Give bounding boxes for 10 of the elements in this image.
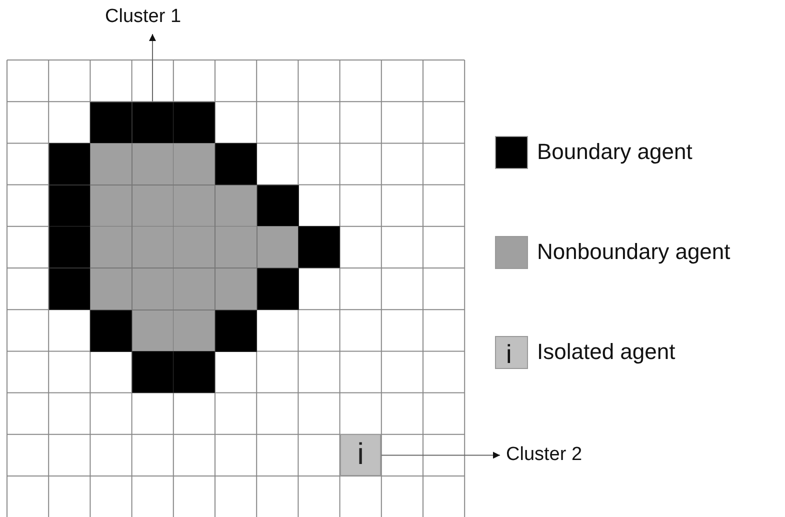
cluster-label: Cluster 2 — [506, 444, 582, 468]
swatch-mark: i — [506, 340, 512, 368]
arrow — [149, 34, 156, 102]
isolated-agent-cell: i — [340, 434, 382, 476]
legend-label: Nonboundary agent — [537, 239, 730, 265]
arrow — [380, 452, 500, 459]
agent-cluster-drawing — [48, 102, 340, 393]
legend-label: Boundary agent — [537, 139, 692, 165]
legend-label: Isolated agent — [537, 339, 676, 365]
cluster-label: Cluster 1 — [105, 6, 182, 30]
